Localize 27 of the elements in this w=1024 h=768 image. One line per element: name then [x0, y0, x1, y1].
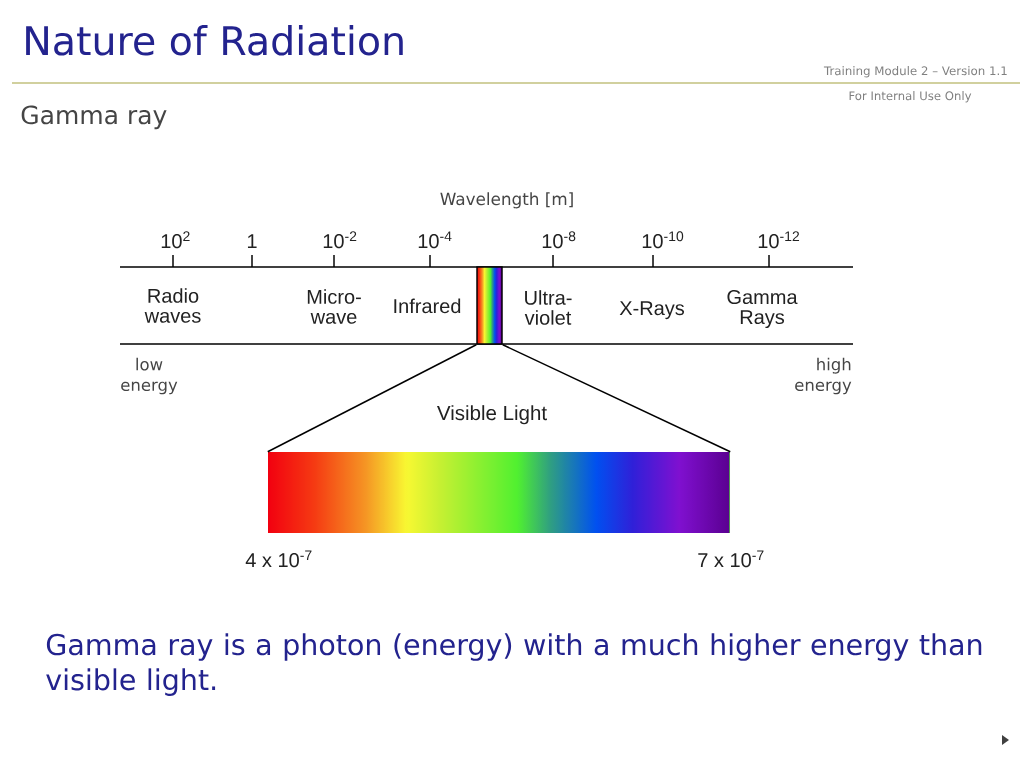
tick-label: 10$^{2}$: [161, 231, 190, 249]
band-label: Ultra- violet: [524, 290, 572, 325]
tick-label: 10$^{-12}$: [758, 231, 800, 249]
tick-label: 1: [247, 234, 257, 248]
band-label: Micro- wave: [307, 289, 361, 324]
zoom-line: [267, 344, 477, 453]
tick-label: 10$^{-4}$: [418, 231, 452, 249]
energy-label: high energy: [795, 357, 852, 395]
zoom-line: [502, 344, 731, 453]
slide-title: Nature of Radiation: [26, 25, 403, 56]
tick-label: 10$^{-10}$: [642, 231, 684, 249]
wavelength-value: 4 x 10$^{-7}$: [245, 550, 312, 568]
energy-label: low energy: [121, 357, 178, 395]
tick-label: 10$^{-8}$: [542, 231, 576, 249]
spectrum-bar: [268, 452, 730, 533]
wavelength-value: 7 x 10$^{-7}$: [698, 550, 764, 568]
band-label: Radio waves: [144, 288, 201, 323]
slide-subtitle: Gamma ray: [21, 105, 167, 130]
version-note: Training Module 2 – Version 1.1: [823, 66, 1007, 78]
axis-title: Wavelength [m]: [440, 192, 573, 209]
band-label: Gamma Rays: [727, 289, 798, 329]
band-label: X-Rays: [619, 301, 685, 320]
bar-label: Visible Light: [437, 405, 547, 425]
tick-label: 10$^{-2}$: [323, 231, 357, 249]
rainbow-strip: [476, 266, 503, 345]
caption-text: Gamma ray is a photon (energy) with a much higher energy than visible light.: [46, 633, 982, 696]
usage-note: For Internal Use Only: [849, 91, 972, 103]
